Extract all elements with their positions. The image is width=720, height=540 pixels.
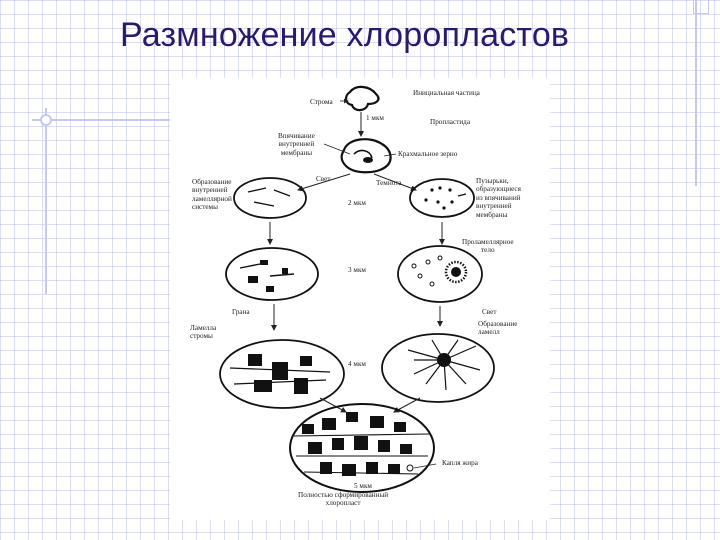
label-lamellae-formation: Образование ламелл [478,320,518,337]
label-4um: 4 мкм [348,360,366,368]
label-3um: 3 мкм [348,266,366,274]
left-stage-4-plastid [219,339,345,409]
page-title: Размножение хлоропластов [120,16,570,54]
initial-particle-shape [345,85,380,112]
right-stage-4-plastid [381,333,495,403]
label-light-2: Свет [482,308,497,316]
left-stage-3-plastid [225,247,319,301]
label-2um: 2 мкм [348,199,366,207]
right-stage-3-plastid [397,245,483,303]
decorative-crosshair-circle [40,114,52,126]
label-stroma: Строма [310,98,333,106]
decorative-corner-box [693,0,709,14]
decorative-crosshair-horizontal [32,119,172,121]
right-stage-2-plastid [409,178,475,218]
arrow-left-4-to-5 [319,397,347,413]
label-lamellar-system: Образование внутренней ламеллярной систе… [192,178,232,212]
label-light-1: Свет [316,175,331,183]
label-grana: Грана [232,308,250,316]
arrow-to-light-branch [297,173,351,192]
label-5um: 5 мкм [354,482,372,490]
label-1um: 1 мкм [366,114,384,122]
proplastid-shape [340,138,392,174]
label-stroma-lamella: Ламелла стромы [190,324,217,341]
decorative-right-line [695,0,697,186]
label-mature-chloroplast: Полностью сформированный хлоропласт [298,491,389,508]
label-starch-grain: Крахмальное зерно [398,150,458,158]
decorative-crosshair-vertical [45,108,47,294]
label-invagination: Впячивание внутренней мембраны [278,132,315,157]
label-prolamellar-body: Проламеллярное тело [462,238,514,255]
label-proplastid: Пропластида [430,118,471,126]
label-lipid-drop: Капля жира [442,459,478,467]
lipid-drop-pointer [413,463,437,469]
label-darkness: Темнота [376,179,402,187]
arrow-to-dark-branch [373,173,417,192]
label-vesicles: Пузырьки, образующиеся из впячиваний вну… [476,177,521,219]
chloroplast-development-diagram: Инициальная частица Строма 1 мкм Проплас… [170,78,550,520]
mature-chloroplast [289,403,435,493]
left-stage-2-plastid [233,177,307,219]
label-initial-particle: Инициальная частица [413,89,480,97]
